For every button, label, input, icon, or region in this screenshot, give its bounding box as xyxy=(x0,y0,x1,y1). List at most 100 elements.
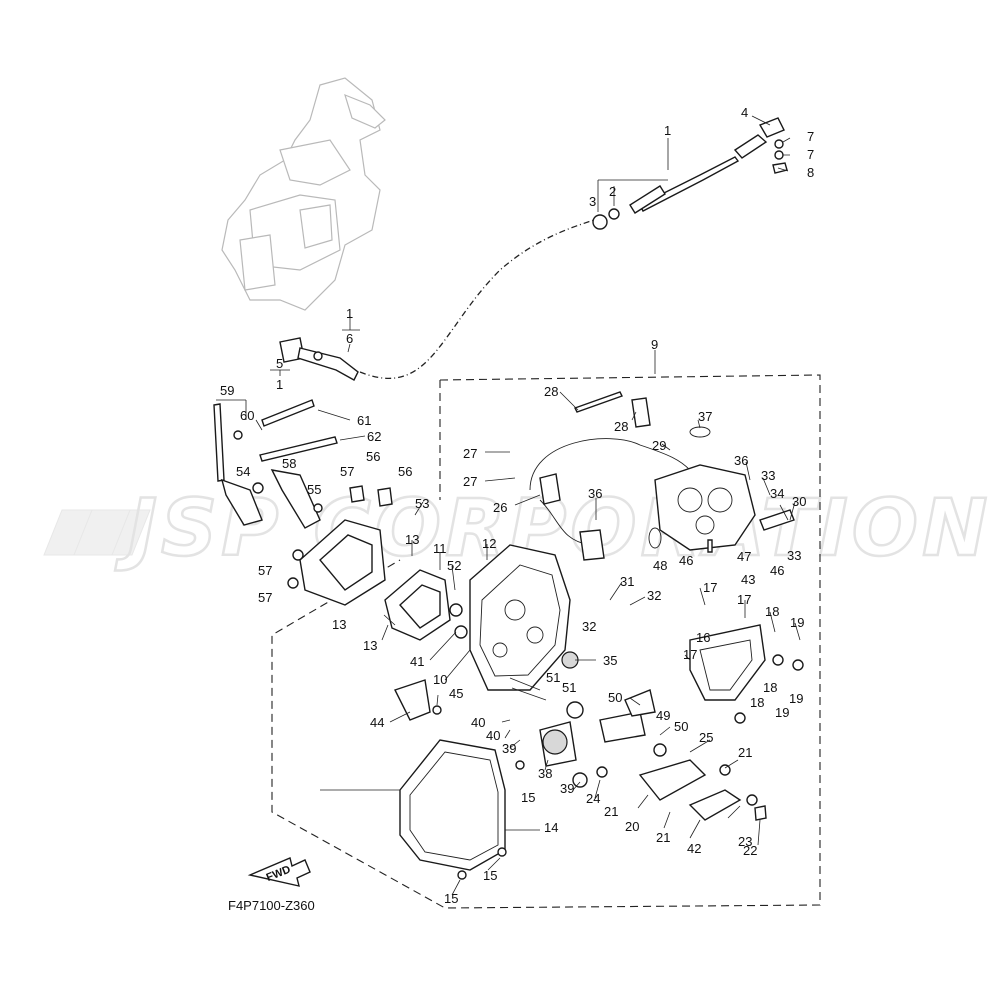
callout-7: 7 xyxy=(807,129,814,144)
callout-15: 15 xyxy=(521,790,535,805)
callout-56: 56 xyxy=(398,464,412,479)
callout-1: 1 xyxy=(664,123,671,138)
callout-44: 44 xyxy=(370,715,384,730)
callout-58: 58 xyxy=(282,456,296,471)
callout-62: 62 xyxy=(367,429,381,444)
callout-38: 38 xyxy=(538,766,552,781)
callout-28: 28 xyxy=(614,419,628,434)
callout-2: 2 xyxy=(609,184,616,199)
leader-lines xyxy=(216,115,801,896)
callout-16: 16 xyxy=(696,630,710,645)
callout-13: 13 xyxy=(332,617,346,632)
diagram-code: F4P7100-Z360 xyxy=(228,898,315,913)
callout-21: 21 xyxy=(738,745,752,760)
callout-45: 45 xyxy=(449,686,463,701)
callout-37: 37 xyxy=(698,409,712,424)
callout-32: 32 xyxy=(582,619,596,634)
callout-39: 39 xyxy=(502,741,516,756)
callout-21: 21 xyxy=(604,804,618,819)
main-housing xyxy=(469,544,579,691)
callout-18: 18 xyxy=(750,695,764,710)
callout-54: 54 xyxy=(236,464,250,479)
callout-40: 40 xyxy=(486,728,500,743)
callout-48: 48 xyxy=(653,558,667,573)
callout-39: 39 xyxy=(560,781,574,796)
gear-train xyxy=(539,689,667,788)
callout-9: 9 xyxy=(651,337,658,352)
callout-14: 14 xyxy=(544,820,558,835)
fwd-arrow: FWD xyxy=(247,857,311,887)
callout-46: 46 xyxy=(679,553,693,568)
callout-47: 47 xyxy=(737,549,751,564)
callout-3: 3 xyxy=(589,194,596,209)
detent-levers xyxy=(638,759,767,821)
callout-36: 36 xyxy=(734,453,748,468)
engine-bracket-outline xyxy=(221,77,386,311)
callout-61: 61 xyxy=(357,413,371,428)
callout-43: 43 xyxy=(741,572,755,587)
shift-cable xyxy=(279,117,788,381)
callout-6: 6 xyxy=(346,331,353,346)
callout-42: 42 xyxy=(687,841,701,856)
callout-18: 18 xyxy=(765,604,779,619)
callout-17: 17 xyxy=(683,647,697,662)
callout-23: 23 xyxy=(738,834,752,849)
callout-27: 27 xyxy=(463,446,477,461)
callout-46: 46 xyxy=(770,563,784,578)
callout-24: 24 xyxy=(586,791,600,806)
callout-57: 57 xyxy=(340,464,354,479)
callout-29: 29 xyxy=(652,438,666,453)
callout-36: 36 xyxy=(588,486,602,501)
lever-bracket xyxy=(689,624,804,724)
callout-40: 40 xyxy=(471,715,485,730)
callout-15: 15 xyxy=(444,891,458,906)
callout-19: 19 xyxy=(775,705,789,720)
callout-4: 4 xyxy=(741,105,748,120)
callout-25: 25 xyxy=(699,730,713,745)
callout-35: 35 xyxy=(603,653,617,668)
callout-20: 20 xyxy=(625,819,639,834)
callout-49: 49 xyxy=(656,708,670,723)
callout-50: 50 xyxy=(674,719,688,734)
callout-57: 57 xyxy=(258,563,272,578)
cover xyxy=(399,739,525,880)
callout-32: 32 xyxy=(647,588,661,603)
callout-33: 33 xyxy=(761,468,775,483)
callout-60: 60 xyxy=(240,408,254,423)
callout-21: 21 xyxy=(656,830,670,845)
callout-19: 19 xyxy=(789,691,803,706)
callout-27: 27 xyxy=(463,474,477,489)
callout-33: 33 xyxy=(787,548,801,563)
small-bracket xyxy=(394,679,442,721)
assembly-boundary xyxy=(271,374,821,909)
callout-56: 56 xyxy=(366,449,380,464)
callout-11: 11 xyxy=(433,541,447,556)
callout-57: 57 xyxy=(258,590,272,605)
callout-15: 15 xyxy=(483,868,497,883)
callout-26: 26 xyxy=(493,500,507,515)
callout-1: 1 xyxy=(346,306,353,321)
callout-12: 12 xyxy=(482,536,496,551)
callout-51: 51 xyxy=(546,670,560,685)
callout-34: 34 xyxy=(770,486,784,501)
callout-8: 8 xyxy=(807,165,814,180)
callout-52: 52 xyxy=(447,558,461,573)
wiring-harness xyxy=(529,391,711,561)
callout-17: 17 xyxy=(703,580,717,595)
callout-19: 19 xyxy=(790,615,804,630)
callout-13: 13 xyxy=(405,532,419,547)
callout-41: 41 xyxy=(410,654,424,669)
callout-30: 30 xyxy=(792,494,806,509)
callout-53: 53 xyxy=(415,496,429,511)
callout-59: 59 xyxy=(220,383,234,398)
callout-13: 13 xyxy=(363,638,377,653)
callout-22: 22 xyxy=(743,843,757,858)
bracket-plates xyxy=(299,519,468,641)
callout-50: 50 xyxy=(608,690,622,705)
callout-28: 28 xyxy=(544,384,558,399)
callout-31: 31 xyxy=(620,574,634,589)
callout-51: 51 xyxy=(562,680,576,695)
callout-1: 1 xyxy=(276,377,283,392)
